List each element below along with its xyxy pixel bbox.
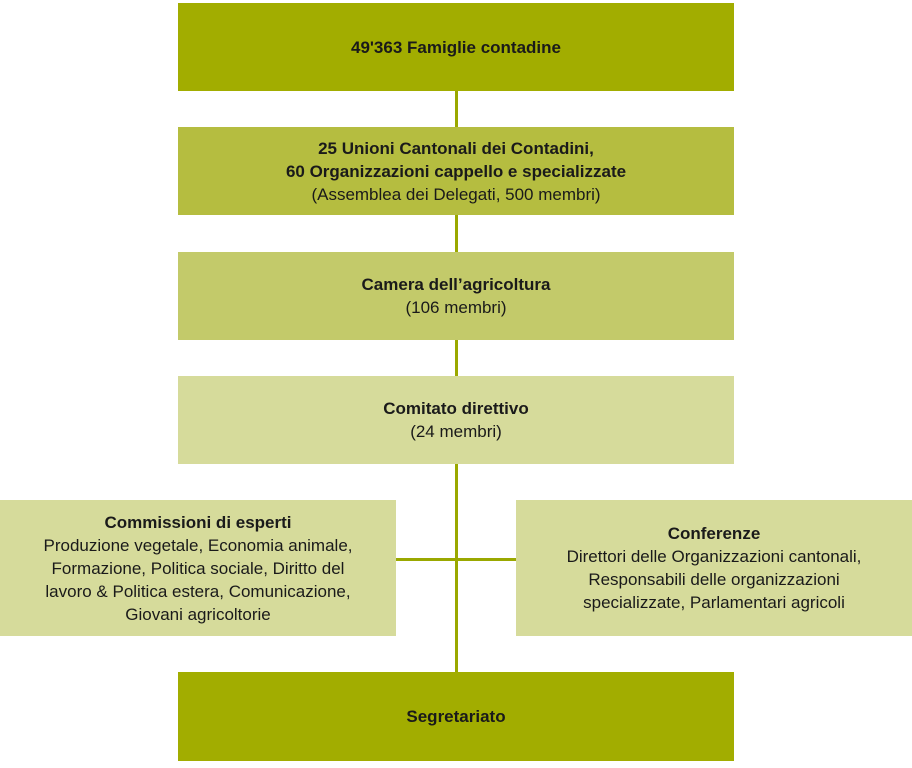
node-title: Commissioni di esperti	[104, 512, 292, 532]
node-unioni-cantonali: 25 Unioni Cantonali dei Contadini, 60 Or…	[178, 127, 734, 215]
node-conferenze: Conferenze Direttori delle Organizzazion…	[516, 500, 912, 636]
node-subtitle: (Assemblea dei Delegati, 500 membri)	[311, 184, 601, 204]
node-subtitle: (24 membri)	[410, 422, 502, 441]
node-title: Comitato direttivo	[383, 399, 529, 418]
node-title: Camera dell’agricoltura	[361, 275, 551, 294]
node-famiglie-contadine: 49'363 Famiglie contadine	[178, 3, 734, 91]
node-subtitle: Produzione vegetale, Economia animale, F…	[43, 535, 353, 624]
node-title: Conferenze	[667, 524, 761, 543]
node-title: 49'363 Famiglie contadine	[350, 37, 561, 57]
node-commissioni-esperti: Commissioni di esperti Produzione vegeta…	[0, 500, 396, 636]
node-comitato-direttivo: Comitato direttivo (24 membri)	[178, 376, 734, 464]
node-camera-agricoltura: Camera dell’agricoltura (106 membri)	[178, 252, 734, 340]
node-title: 25 Unioni Cantonali dei Contadini, 60 Or…	[285, 138, 627, 181]
connector-horizontal-line	[396, 558, 516, 561]
node-subtitle: Direttori delle Organizzazioni cantonali…	[566, 547, 862, 612]
node-segretariato: Segretariato	[178, 672, 734, 761]
node-title: Segretariato	[406, 707, 506, 726]
node-subtitle: (106 membri)	[405, 298, 507, 317]
